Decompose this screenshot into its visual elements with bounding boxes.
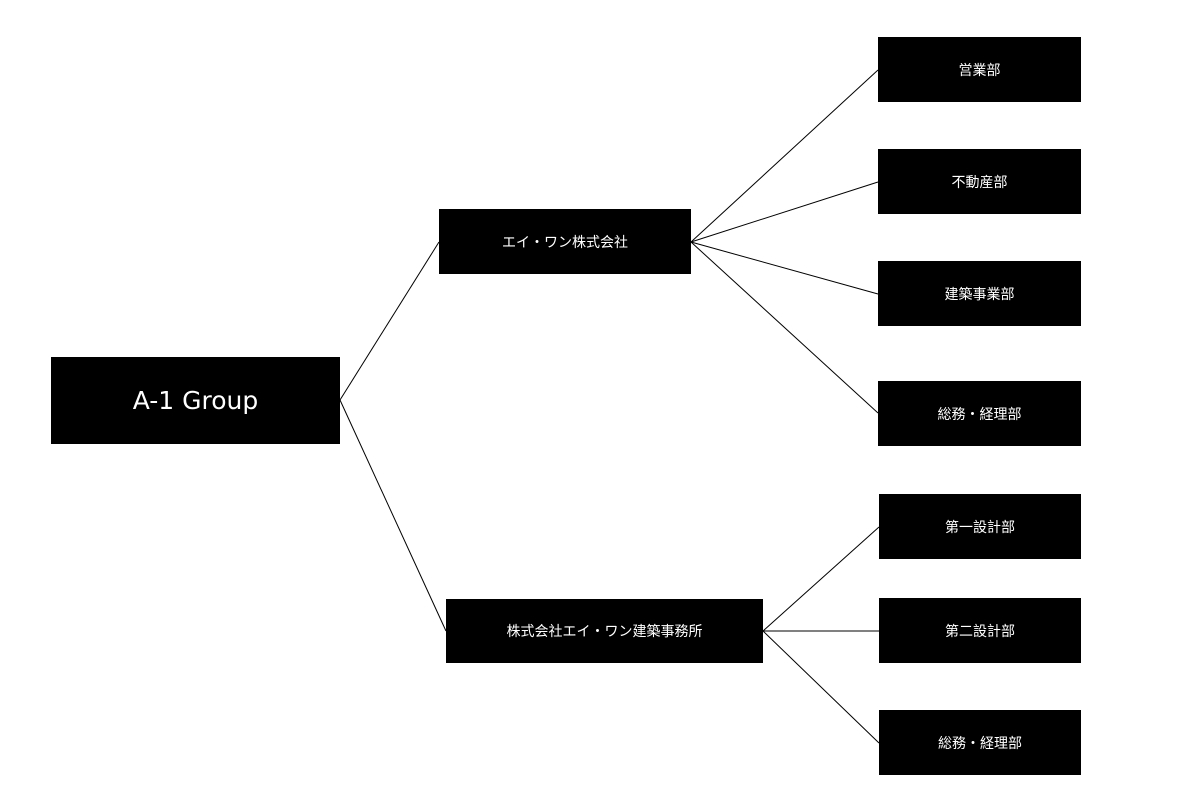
department-node-admin-accounting: 総務・経理部: [878, 381, 1081, 446]
department-node-label: 第一設計部: [945, 519, 1015, 536]
connector-company-1-to-dept-1: [690, 69, 879, 243]
company-node-a-one-architects: 株式会社エイ・ワン建築事務所: [446, 599, 763, 663]
department-node-label: 不動産部: [951, 174, 1008, 191]
department-node-admin-accounting-2: 総務・経理部: [879, 710, 1081, 775]
connector-root-to-company-2: [339, 399, 447, 632]
root-node-group: A-1 Group: [51, 357, 340, 444]
connector-root-to-company-1: [339, 241, 440, 401]
connector-company-2-to-dept-3: [762, 630, 880, 744]
department-node-real-estate: 不動産部: [878, 149, 1081, 214]
department-node-label: 総務・経理部: [938, 735, 1022, 752]
department-node-construction: 建築事業部: [878, 261, 1081, 326]
department-node-design-2: 第二設計部: [879, 598, 1081, 663]
department-node-sales: 営業部: [878, 37, 1081, 102]
root-node-label: A-1 Group: [132, 386, 259, 415]
company-node-label: 株式会社エイ・ワン建築事務所: [506, 624, 703, 640]
company-node-label: エイ・ワン株式会社: [502, 234, 628, 251]
connector-company-1-to-dept-2: [690, 181, 879, 243]
department-node-label: 建築事業部: [944, 286, 1015, 303]
department-node-label: 営業部: [958, 62, 1001, 79]
connector-company-1-to-dept-4: [690, 241, 879, 414]
department-node-label: 総務・経理部: [937, 406, 1022, 423]
connector-company-2-to-dept-1: [762, 526, 880, 632]
company-node-a-one: エイ・ワン株式会社: [439, 209, 691, 274]
department-node-design-1: 第一設計部: [879, 494, 1081, 559]
department-node-label: 第二設計部: [945, 623, 1015, 640]
connector-company-1-to-dept-3: [690, 241, 879, 295]
